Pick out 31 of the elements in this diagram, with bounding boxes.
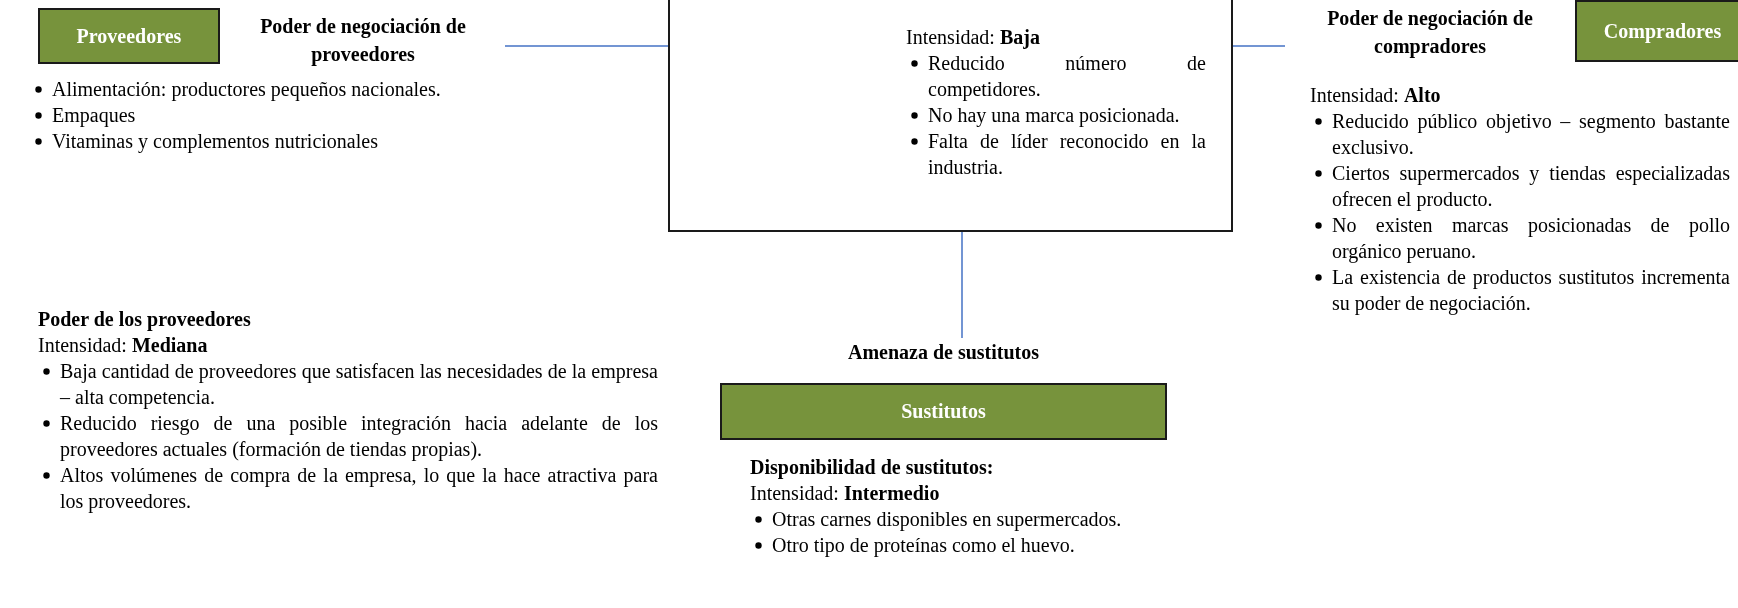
intensity-text: Intensidad: Mediana xyxy=(38,333,209,358)
bullet-item: La existencia de productos sustitutos incrementa su poder de negociación. xyxy=(1332,266,1730,314)
connector-line xyxy=(1232,45,1286,47)
section-heading: Disponibilidad de sustitutos: xyxy=(750,455,995,480)
force-heading: Amenaza de sustitutos xyxy=(846,340,1041,365)
rivalry-box xyxy=(668,0,1233,232)
bullet-item: Reducido riesgo de una posible integración hacia adelante de los proveedores actuales (formación de tiendas propias). xyxy=(60,412,658,460)
bullet-item: No hay una marca posicionada. xyxy=(928,104,1180,126)
bullet-item: Reducido número de competidores. xyxy=(928,52,1206,100)
bullet-item: Baja cantidad de proveedores que satisfacen las necesidades de la empresa – alta competencia. xyxy=(60,360,658,408)
bullet-item: Altos volúmenes de compra de la empresa, lo que la hace atractiva para los proveedores. xyxy=(60,464,658,512)
bullet-item: Falta de líder reconocido en la industria. xyxy=(928,130,1206,178)
connector-line xyxy=(504,45,669,47)
connector-line xyxy=(961,231,963,339)
bullet-item: No existen marcas posicionadas de pollo orgánico peruano. xyxy=(1332,214,1730,262)
intensity-text: Intensidad: Intermedio xyxy=(750,481,941,506)
bullet-item: Otro tipo de proteínas como el huevo. xyxy=(772,534,1075,556)
bullet-item: Otras carnes disponibles en supermercados. xyxy=(772,508,1122,530)
force-heading: Poder de negociación de proveedores xyxy=(259,14,467,68)
category-box: Compradores xyxy=(1575,0,1738,62)
bullet-item: Empaques xyxy=(52,104,136,126)
section-heading: Poder de los proveedores xyxy=(38,307,252,332)
category-box: Sustitutos xyxy=(720,383,1167,440)
intensity-text: Intensidad: Alto xyxy=(1310,83,1442,108)
force-heading: Poder de negociación de compradores xyxy=(1326,6,1534,60)
intensity-text: Intensidad: Baja xyxy=(906,25,1041,50)
bullet-item: Ciertos supermercados y tiendas especializadas ofrecen el producto. xyxy=(1332,162,1730,210)
bullet-item: Alimentación: productores pequeños nacionales. xyxy=(52,78,441,100)
bullet-item: Reducido público objetivo – segmento bastante exclusivo. xyxy=(1332,110,1730,158)
category-box: Proveedores xyxy=(38,8,220,64)
bullet-item: Vitaminas y complementos nutricionales xyxy=(52,130,378,152)
